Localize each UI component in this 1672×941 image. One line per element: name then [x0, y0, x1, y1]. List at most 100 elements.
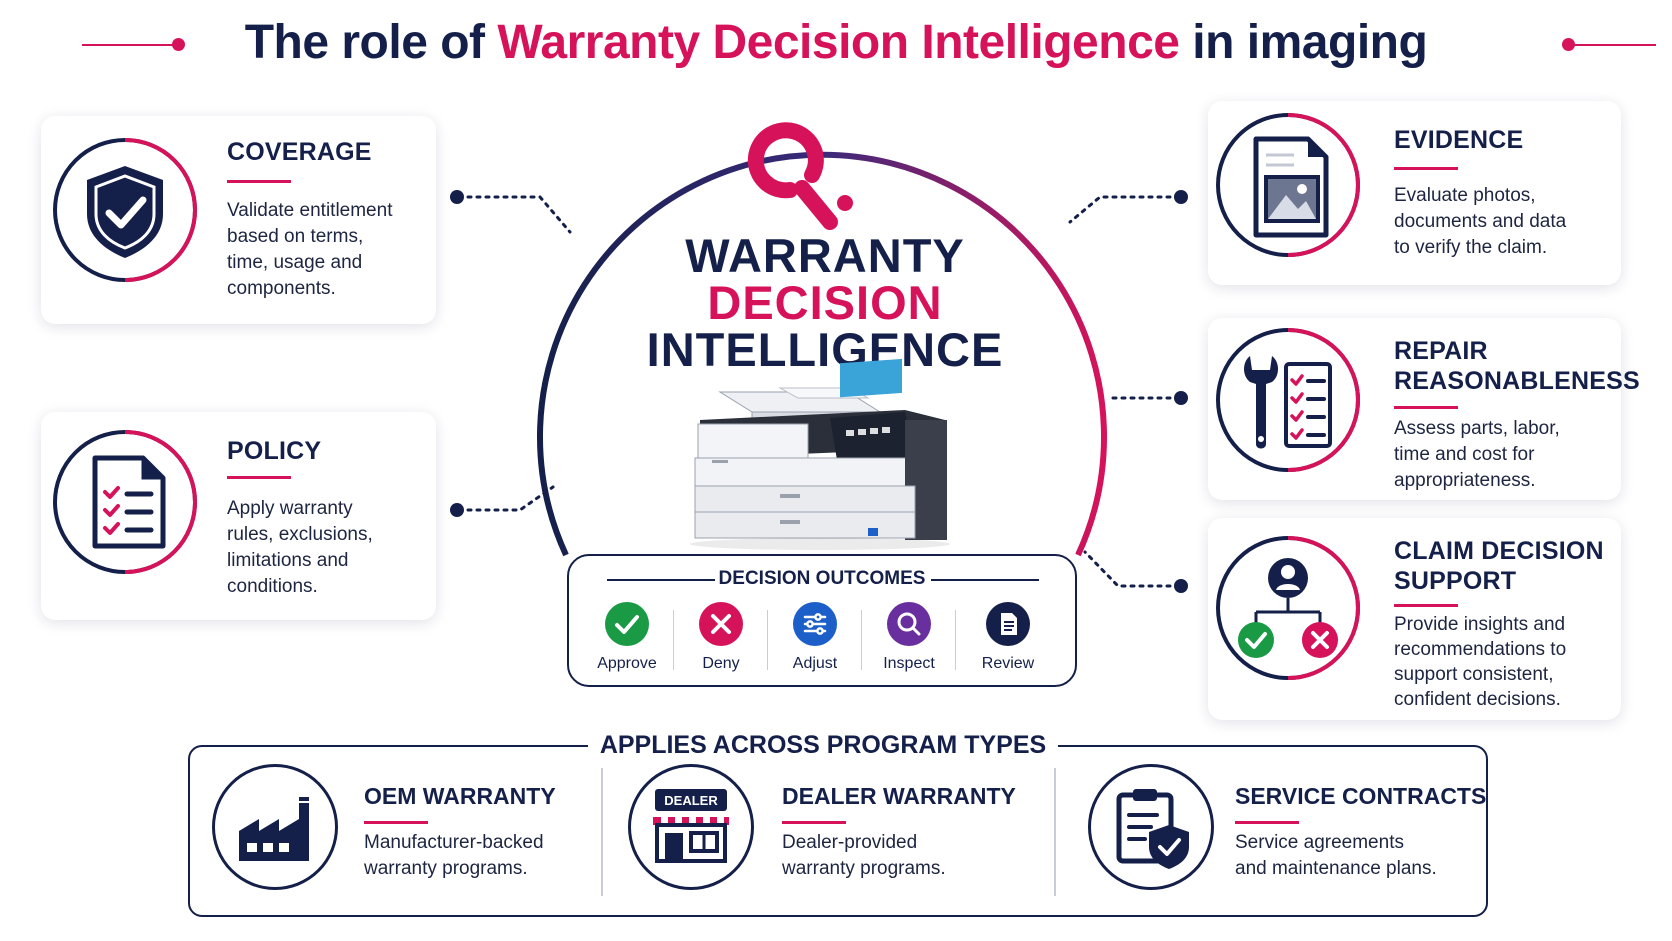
- center-title-line1: WARRANTY: [685, 229, 965, 282]
- x-icon: [699, 602, 743, 646]
- outcome-label: Adjust: [792, 655, 838, 672]
- program-separator: [1054, 768, 1056, 896]
- evidence-card: EVIDENCE Evaluate photos, documents and …: [1208, 101, 1621, 285]
- title-left-dot: [172, 38, 185, 51]
- dealer-line: Dealer-provided: [782, 832, 918, 853]
- policy-body: Apply warranty rules, exclusions, limita…: [227, 496, 373, 600]
- outcome-separator: [673, 610, 674, 670]
- service-rule: [1235, 821, 1299, 824]
- claim-line: recommendations to: [1394, 639, 1567, 660]
- outcomes-left-line: [607, 579, 715, 581]
- center-title-line3: INTELLIGENCE: [646, 323, 1004, 376]
- policy-icon-circle: [51, 428, 199, 576]
- coverage-rule: [227, 180, 291, 183]
- policy-line: conditions.: [227, 576, 318, 597]
- service-heading: SERVICE CONTRACTS: [1235, 783, 1487, 809]
- outcome-deny: Deny: [676, 602, 766, 673]
- coverage-card: COVERAGE Validate entitlement based on t…: [41, 116, 436, 324]
- dealer-body: Dealer-provided warranty programs.: [782, 830, 946, 882]
- repair-icon-circle: [1214, 326, 1362, 474]
- oem-line: warranty programs.: [364, 858, 528, 879]
- oem-body: Manufacturer-backed warranty programs.: [364, 830, 544, 882]
- dealer-store-icon: DEALER: [653, 789, 729, 863]
- program-separator: [601, 768, 603, 896]
- evidence-body: Evaluate photos, documents and data to v…: [1394, 183, 1566, 261]
- evidence-line: to verify the claim.: [1394, 237, 1548, 258]
- check-icon: [605, 602, 649, 646]
- connector-dot-claim: [1174, 579, 1188, 593]
- claim-line: support consistent,: [1394, 664, 1554, 685]
- dealer-sign-text: DEALER: [664, 793, 718, 808]
- claim-line: Provide insights and: [1394, 614, 1566, 635]
- policy-heading: POLICY: [227, 437, 322, 465]
- repair-heading-line1: REPAIR: [1394, 337, 1488, 365]
- oem-heading: OEM WARRANTY: [364, 783, 556, 809]
- center-title-line2: DECISION: [707, 276, 943, 329]
- coverage-heading: COVERAGE: [227, 138, 372, 166]
- title-right-dot: [1562, 38, 1575, 51]
- service-line: and maintenance plans.: [1235, 858, 1437, 879]
- repair-heading-line2: REASONABLENESS: [1394, 367, 1640, 395]
- oem-icon-circle: [212, 764, 338, 890]
- connector-claim: [1083, 550, 1172, 588]
- connector-coverage: [466, 195, 572, 234]
- claim-card: CLAIM DECISION SUPPORT Provide insights …: [1208, 518, 1621, 720]
- connector-dot-repair: [1174, 391, 1188, 405]
- policy-rule: [227, 476, 291, 479]
- policy-line: Apply warranty: [227, 498, 353, 519]
- dealer-line: warranty programs.: [782, 858, 946, 879]
- coverage-line: components.: [227, 278, 336, 299]
- policy-line: rules, exclusions,: [227, 524, 373, 545]
- claim-heading-line2: SUPPORT: [1394, 567, 1517, 595]
- wrench-checklist-icon: [1244, 356, 1332, 449]
- claim-line: confident decisions.: [1394, 689, 1561, 710]
- brand-logo-icon: [747, 122, 853, 230]
- title-left-line: [82, 44, 174, 46]
- magnifier-icon: [887, 602, 931, 646]
- outcome-separator: [861, 610, 862, 670]
- evidence-icon-circle: [1214, 111, 1362, 259]
- outcome-separator: [767, 610, 768, 670]
- sliders-icon: [793, 602, 837, 646]
- coverage-line: based on terms,: [227, 226, 364, 247]
- repair-body: Assess parts, labor, time and cost for a…: [1394, 416, 1560, 494]
- outcome-separator: [955, 610, 956, 670]
- outcome-label: Inspect: [883, 655, 935, 672]
- page-title: The role of Warranty Decision Intelligen…: [0, 8, 1672, 78]
- repair-line: time and cost for: [1394, 444, 1535, 465]
- claim-heading-line1: CLAIM DECISION: [1394, 537, 1604, 565]
- dealer-heading: DEALER WARRANTY: [782, 783, 1016, 809]
- decision-tree-icon: [1238, 558, 1338, 658]
- claim-icon-circle: [1214, 534, 1362, 682]
- outcome-review: Review: [963, 602, 1053, 673]
- connector-dot-evidence: [1174, 190, 1188, 204]
- service-icon-circle: [1088, 764, 1214, 890]
- checklist-document-icon: [92, 455, 166, 549]
- outcomes-right-line: [931, 579, 1039, 581]
- program-types-panel: [188, 745, 1488, 917]
- program-types-heading-wrap: APPLIES ACROSS PROGRAM TYPES: [588, 725, 1058, 765]
- dealer-icon-circle: DEALER: [628, 764, 754, 890]
- coverage-line: Validate entitlement: [227, 200, 393, 221]
- dealer-rule: [782, 821, 846, 824]
- repair-rule: [1394, 406, 1458, 409]
- outcomes-heading: DECISION OUTCOMES: [718, 568, 926, 589]
- clipboard-shield-icon: [1116, 789, 1189, 869]
- oem-rule: [364, 821, 428, 824]
- outcome-label: Approve: [597, 655, 657, 672]
- title-part-2: in imaging: [1179, 16, 1428, 69]
- repair-line: Assess parts, labor,: [1394, 418, 1560, 439]
- title-right-line: [1574, 44, 1656, 46]
- image-document-icon: [1253, 136, 1329, 238]
- coverage-body: Validate entitlement based on terms, tim…: [227, 198, 392, 302]
- claim-body: Provide insights and recommendations to …: [1394, 612, 1566, 712]
- title-part-1: The role of: [244, 16, 498, 69]
- document-icon: [986, 602, 1030, 646]
- coverage-line: time, usage and: [227, 252, 363, 273]
- factory-icon: [239, 797, 309, 861]
- oem-line: Manufacturer-backed: [364, 832, 544, 853]
- evidence-rule: [1394, 167, 1458, 170]
- connector-dot-policy: [450, 503, 464, 517]
- shield-check-icon: [87, 166, 163, 258]
